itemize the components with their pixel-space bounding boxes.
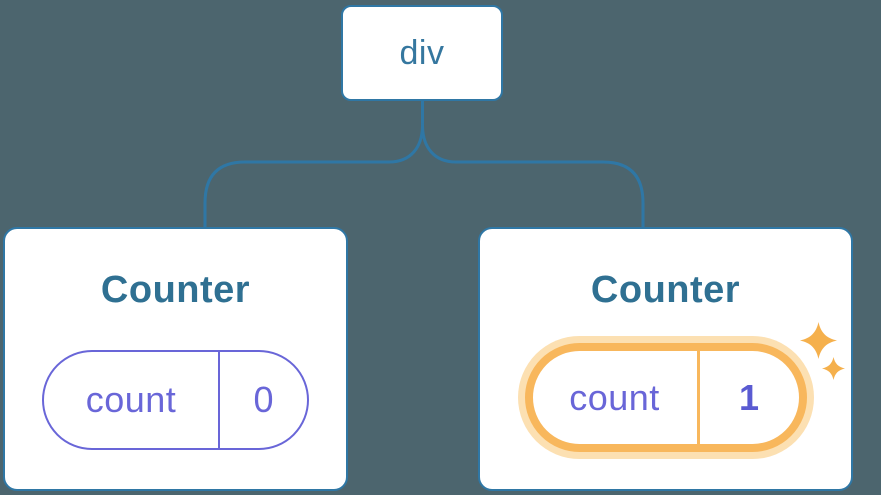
state-pill: count 0 — [42, 350, 309, 450]
state-value-label: 0 — [253, 379, 274, 420]
state-key-label: count — [569, 376, 660, 418]
state-pill-highlighted: count 1 — [524, 343, 807, 452]
state-key-label: count — [85, 379, 177, 420]
component-title: Counter — [100, 269, 251, 311]
sparkle-icon — [800, 322, 837, 359]
root-node-label: div — [399, 33, 445, 72]
state-pill-key-section: count — [533, 351, 700, 444]
connector-branch-right — [421, 123, 645, 229]
counter-card-right: Counter count 1 — [478, 227, 853, 491]
connector-branch-left — [203, 99, 424, 229]
counter-card-left: Counter count 0 — [3, 227, 348, 491]
state-pill-value-section: 1 — [700, 351, 799, 444]
sparkle-icon — [822, 357, 845, 380]
component-title: Counter — [590, 269, 741, 311]
state-value-label: 1 — [738, 376, 760, 418]
state-pill-key-section: count — [44, 352, 220, 448]
state-pill-value-section: 0 — [220, 352, 307, 448]
root-node-div: div — [341, 5, 503, 101]
